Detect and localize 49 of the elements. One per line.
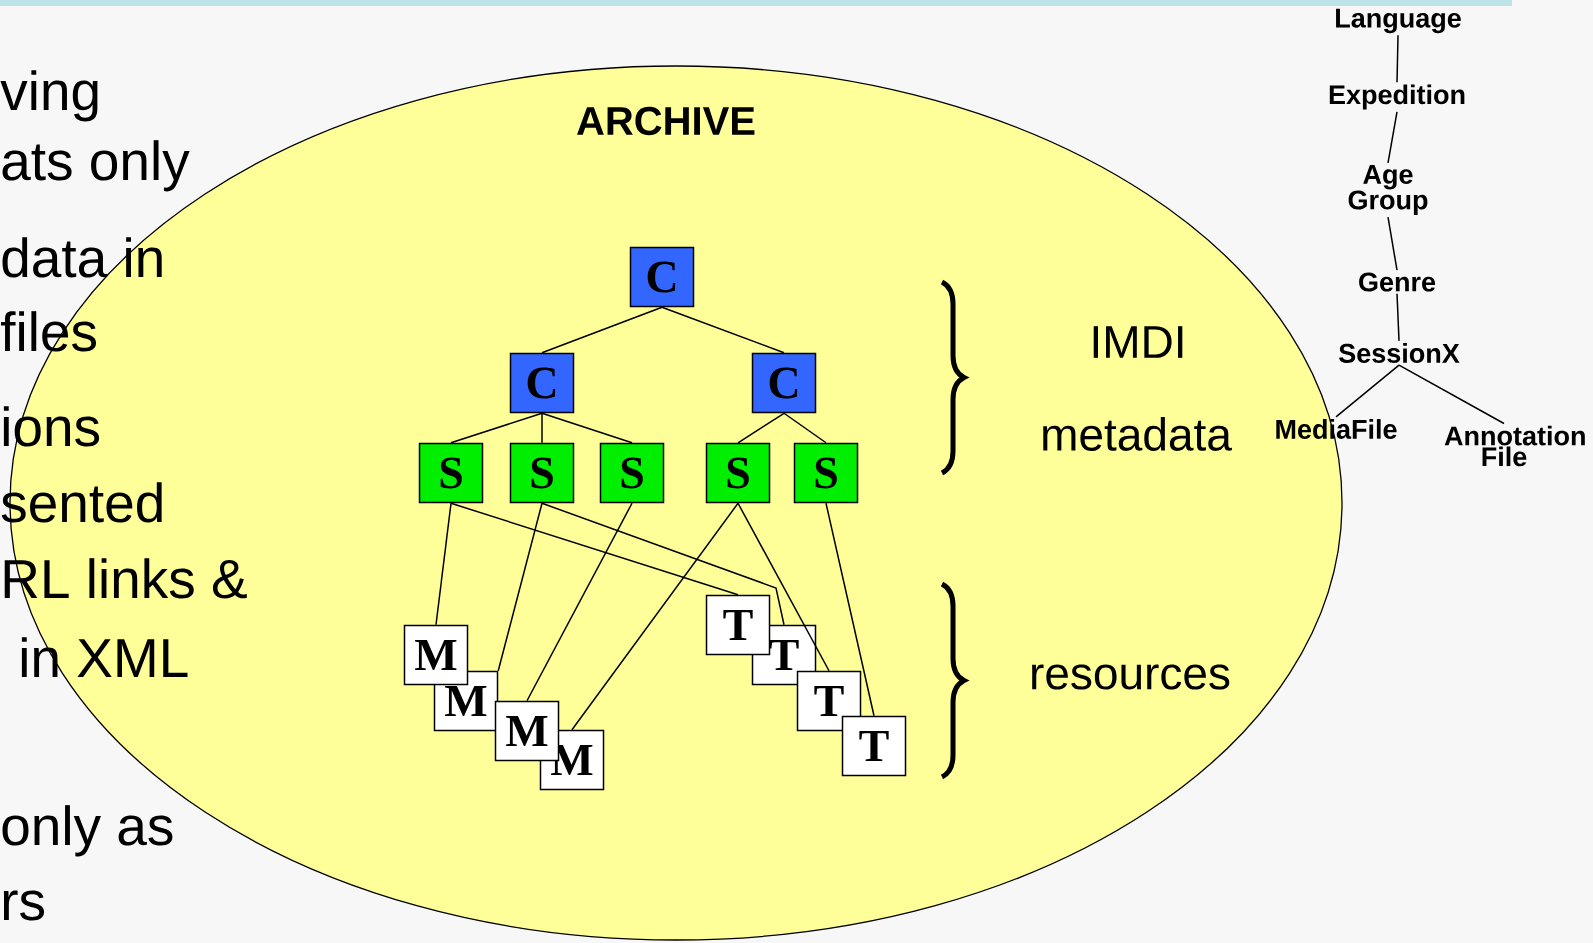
folder-box: C	[509, 352, 575, 414]
media-file-box: M	[403, 624, 469, 686]
annotation-file-box: T	[796, 670, 862, 732]
hierarchy-term: Age Group	[1348, 165, 1428, 215]
session-box: S	[418, 442, 484, 504]
hierarchy-term: Genre	[1359, 272, 1436, 292]
hierarchy-term: Expedition	[1329, 84, 1465, 110]
connector-line	[541, 412, 543, 444]
connector-line	[435, 502, 452, 626]
annotation-file-box: T	[705, 594, 771, 656]
connector-line	[661, 306, 785, 354]
hierarchy-term: Annotation File	[1444, 425, 1585, 467]
annotation-file-box: T	[841, 715, 907, 777]
connector-line	[1387, 216, 1398, 271]
bullet-text: rs	[3, 890, 45, 921]
connector-line	[450, 502, 739, 596]
connector-line	[450, 412, 543, 444]
session-box: S	[509, 442, 575, 504]
bullet-text: in XML	[21, 637, 188, 677]
session-box: S	[705, 442, 771, 504]
connector-line	[1398, 364, 1505, 425]
session-box: S	[599, 442, 665, 504]
session-box: S	[793, 442, 859, 504]
brace-label: resources	[1032, 664, 1230, 690]
connector-line	[1387, 111, 1398, 164]
connector-line	[497, 502, 543, 672]
connector-line	[1396, 34, 1399, 83]
bullet-text: ving	[0, 70, 98, 122]
connector-line	[737, 412, 785, 444]
hierarchy-term: SessionX	[1339, 343, 1460, 363]
connector-line	[541, 502, 785, 626]
connector-line	[1396, 293, 1400, 342]
brace-label: metadata	[1043, 417, 1232, 451]
connector-line	[571, 502, 739, 731]
hierarchy-term: Language	[1336, 8, 1461, 34]
ellipse-heading: ARCHIVE	[577, 106, 755, 136]
brace-label: IMDI	[1093, 326, 1183, 358]
connector-line	[541, 412, 633, 444]
folder-box: C	[629, 246, 695, 308]
folder-box: C	[751, 352, 817, 414]
connector-line	[825, 502, 875, 717]
connector-line	[737, 502, 830, 672]
bullet-text: only as	[2, 805, 173, 857]
connector-line	[1335, 364, 1400, 418]
connector-line	[541, 306, 663, 354]
connector-line	[526, 502, 633, 702]
connector-line	[783, 412, 827, 444]
bullet-text: ats only	[2, 140, 190, 192]
bullet-text: data in	[2, 237, 162, 278]
